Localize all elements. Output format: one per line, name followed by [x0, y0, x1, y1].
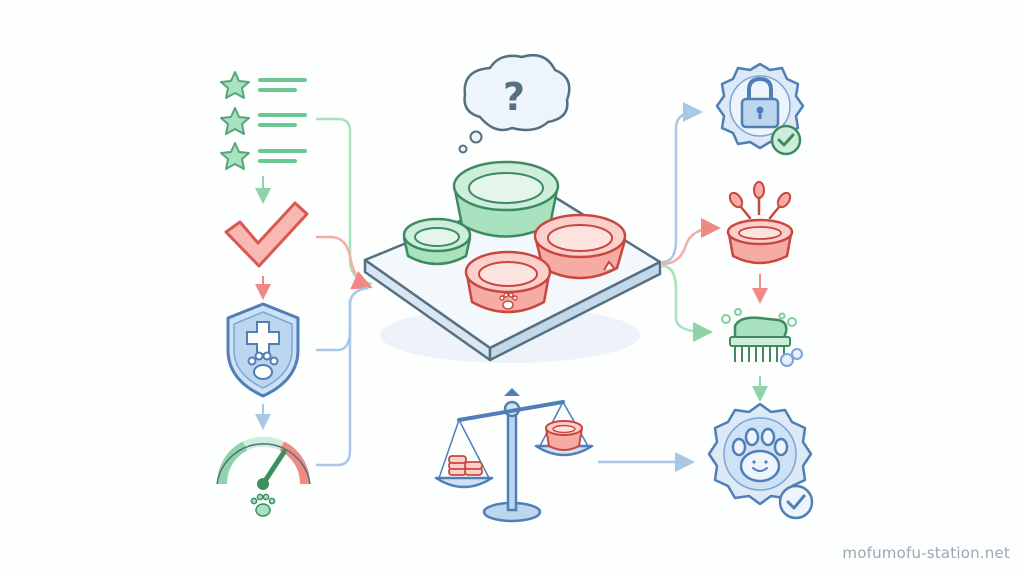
red-bowl-chipped — [533, 213, 627, 280]
left-connectors — [316, 117, 373, 467]
right-connectors — [661, 102, 721, 342]
paw-gauge-icon — [216, 436, 311, 517]
red-paw-bowl — [464, 250, 552, 314]
question-mark: ? — [503, 75, 525, 119]
paw-shield-icon — [226, 302, 300, 398]
bowl-tray-icon — [363, 160, 662, 363]
balance-scale-icon — [434, 388, 594, 523]
cleaning-brush-icon — [721, 308, 803, 367]
green-bowl-small — [402, 217, 472, 266]
bowl-with-spoons-icon — [726, 181, 794, 265]
site-watermark: mofumofu-station.net — [842, 544, 1010, 562]
paw-seal-badge-icon — [707, 402, 814, 520]
star-rating-list-icon — [220, 71, 307, 170]
lock-badge-icon — [715, 62, 805, 156]
thought-bubble-question-icon: ? — [458, 53, 571, 154]
check-mark-icon — [224, 201, 309, 268]
